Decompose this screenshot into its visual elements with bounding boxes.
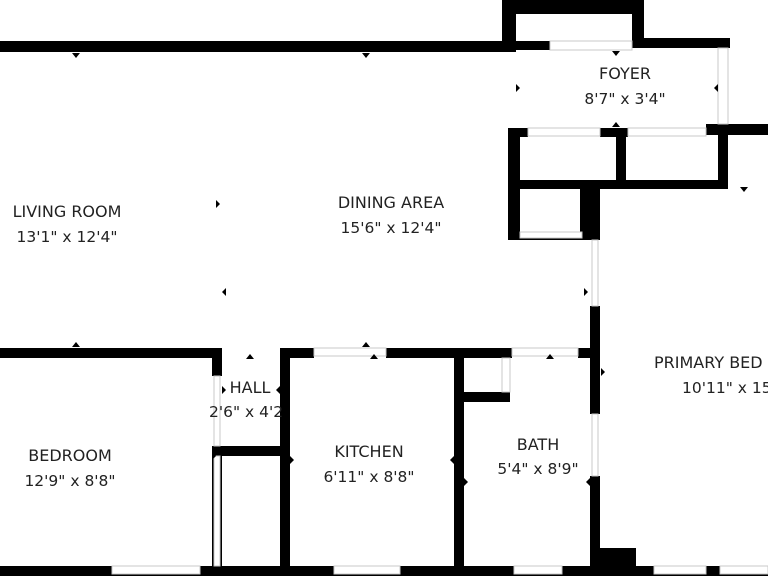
- wall-closet-bottom: [508, 180, 728, 189]
- room-dims-kitchen: 6'11" x 8'8": [323, 468, 414, 486]
- marker: [601, 368, 605, 376]
- window-bath: [513, 565, 563, 575]
- marker: [740, 187, 748, 192]
- marker: [586, 478, 590, 486]
- marker: [546, 354, 554, 359]
- room-dims-living-room: 13'1" x 12'4": [17, 228, 118, 246]
- wall-interior-left: [0, 348, 222, 358]
- room-dims-bedroom: 12'9" x 8'8": [24, 472, 115, 490]
- wall-bath-closet: [454, 392, 510, 402]
- room-name-foyer: FOYER: [599, 64, 651, 83]
- marker: [222, 386, 226, 394]
- wall-foyer-alcove-top: [502, 0, 644, 14]
- dimension-markers: [72, 51, 748, 486]
- marker: [72, 53, 80, 58]
- closet-door-right: [627, 127, 707, 137]
- marker: [222, 288, 226, 296]
- wall-foyer-bottom-right: [706, 124, 768, 135]
- room-name-living-room: LIVING ROOM: [13, 202, 122, 221]
- room-dims-bath: 5'4" x 8'9": [497, 460, 578, 478]
- closet-door-left: [527, 127, 601, 137]
- wall-closet-right: [718, 124, 728, 188]
- foyer-right-opening: [717, 47, 729, 125]
- wall-interior-bath: [578, 348, 600, 358]
- bedroom-door-opening: [213, 375, 221, 447]
- foyer-entry-opening: [549, 40, 633, 51]
- room-dims-primary-bedroom: 10'11" x 15: [682, 379, 768, 397]
- kitchen-pass-opening: [313, 347, 387, 357]
- hall-closet-opening: [213, 455, 221, 567]
- window-primary-left: [653, 565, 707, 575]
- room-name-dining-area: DINING AREA: [338, 193, 444, 212]
- room-dims-hall: 2'6" x 4'2: [209, 403, 283, 421]
- marker: [276, 386, 280, 394]
- room-dims-foyer: 8'7" x 3'4": [584, 90, 665, 108]
- wall-closet-divider: [616, 128, 626, 186]
- window-kitchen: [333, 565, 401, 575]
- wall-interior-kitchen: [386, 348, 512, 358]
- wall-primary-left-upper: [590, 232, 600, 240]
- room-name-primary-bedroom: PRIMARY BED: [654, 353, 763, 372]
- bath-door-opening: [511, 347, 579, 357]
- marker: [450, 456, 454, 464]
- wall-bedroom-right-upper: [212, 348, 222, 376]
- marker: [362, 53, 370, 58]
- marker: [464, 478, 468, 486]
- marker: [584, 288, 588, 296]
- marker: [714, 84, 718, 92]
- wall-hall-closet: [212, 446, 284, 456]
- window-primary-right: [719, 565, 768, 575]
- marker: [216, 200, 220, 208]
- marker: [516, 84, 520, 92]
- marker: [212, 452, 216, 460]
- wall-foyer-alcove-right: [632, 0, 644, 48]
- marker: [362, 342, 370, 347]
- marker: [612, 122, 620, 127]
- wall-kitchen-left: [280, 348, 290, 566]
- wall-interior-hall-right: [280, 348, 314, 358]
- room-name-bath: BATH: [517, 435, 559, 454]
- wall-top-exterior: [0, 41, 516, 52]
- wall-bottom-corner: [596, 548, 636, 576]
- wall-primary-left-lower: [590, 476, 600, 566]
- primary-closet-opening: [591, 413, 599, 477]
- marker: [72, 342, 80, 347]
- wall-primary-left-mid: [590, 306, 600, 414]
- marker: [370, 354, 378, 359]
- room-name-hall: HALL: [230, 378, 271, 397]
- closet-base-opening: [519, 231, 583, 239]
- wall-closet-lower-left: [580, 180, 600, 240]
- room-labels: FOYER 8'7" x 3'4" LIVING ROOM 13'1" x 12…: [13, 64, 768, 490]
- marker: [290, 456, 294, 464]
- wall-foyer-top-right: [632, 38, 730, 48]
- marker: [246, 354, 254, 359]
- room-name-kitchen: KITCHEN: [334, 442, 403, 461]
- marker: [612, 51, 620, 56]
- room-dims-dining-area: 15'6" x 12'4": [341, 219, 442, 237]
- wall-foyer-top-left: [516, 41, 550, 50]
- wall-foyer-bottom-mid: [600, 128, 628, 137]
- openings: [111, 40, 768, 575]
- room-name-bedroom: BEDROOM: [28, 446, 112, 465]
- bath-closet-opening: [501, 357, 511, 393]
- window-bedroom: [111, 565, 201, 575]
- wall-kitchen-right: [454, 348, 464, 566]
- primary-door-opening: [591, 239, 599, 307]
